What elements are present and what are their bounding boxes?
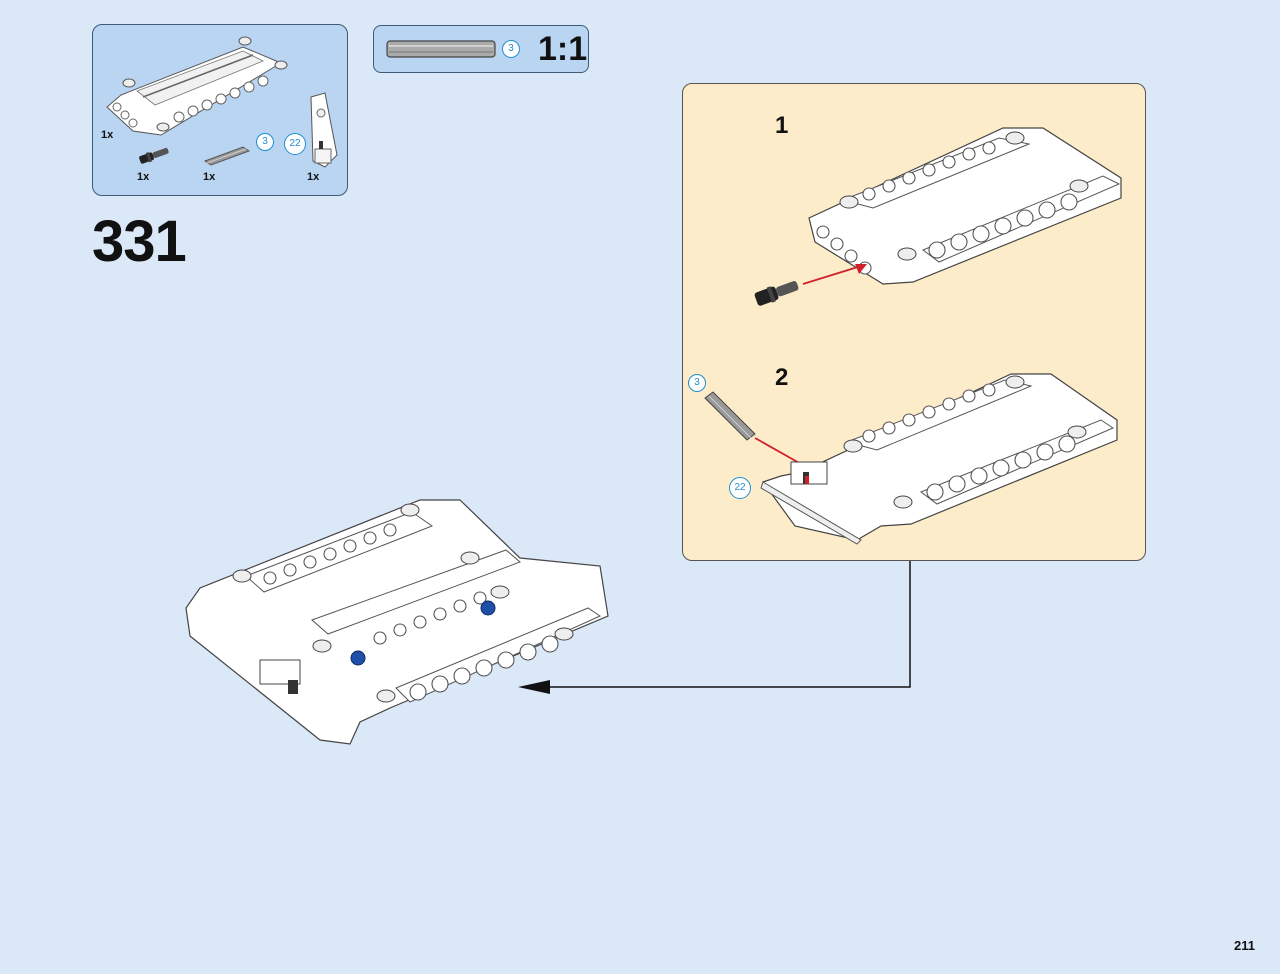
angled-connector-qty: 1x (307, 171, 320, 183)
scale-label: 1:1 (538, 30, 588, 68)
substep-2-part-size-badge: 22 (729, 477, 751, 499)
scale-length-badge: 3 (502, 40, 520, 58)
subassembly-callout: 1 2 3 22 (682, 83, 1146, 561)
step-number: 331 (92, 209, 187, 274)
panel-frame-icon (106, 36, 288, 136)
scale-callout: 3 1:1 (373, 25, 589, 73)
axle-length-badge: 3 (256, 133, 274, 151)
angled-connector-icon (310, 92, 338, 168)
substep-2-axle-insert-icon (704, 391, 802, 465)
substep-1-pin-insert-icon (754, 264, 867, 306)
connector-pin-icon (139, 147, 169, 164)
parts-list-callout: 1x 1x 3 1x 22 1x (92, 24, 348, 196)
substep-1-frame-icon (808, 127, 1122, 285)
axle-icon (203, 146, 251, 166)
angled-connector-size-badge: 22 (284, 133, 306, 155)
substep-2-axle-length-badge: 3 (688, 374, 706, 392)
substep-2-frame-icon (760, 373, 1118, 545)
connector-pin-qty: 1x (137, 171, 150, 183)
panel-frame-qty: 1x (101, 129, 114, 141)
substep-1-number: 1 (775, 112, 789, 139)
substep-2-number: 2 (775, 364, 789, 391)
main-assembly-icon (185, 499, 609, 745)
axle-qty: 1x (203, 171, 216, 183)
axle-scale-icon (386, 40, 496, 58)
page-number: 211 (1234, 938, 1255, 953)
